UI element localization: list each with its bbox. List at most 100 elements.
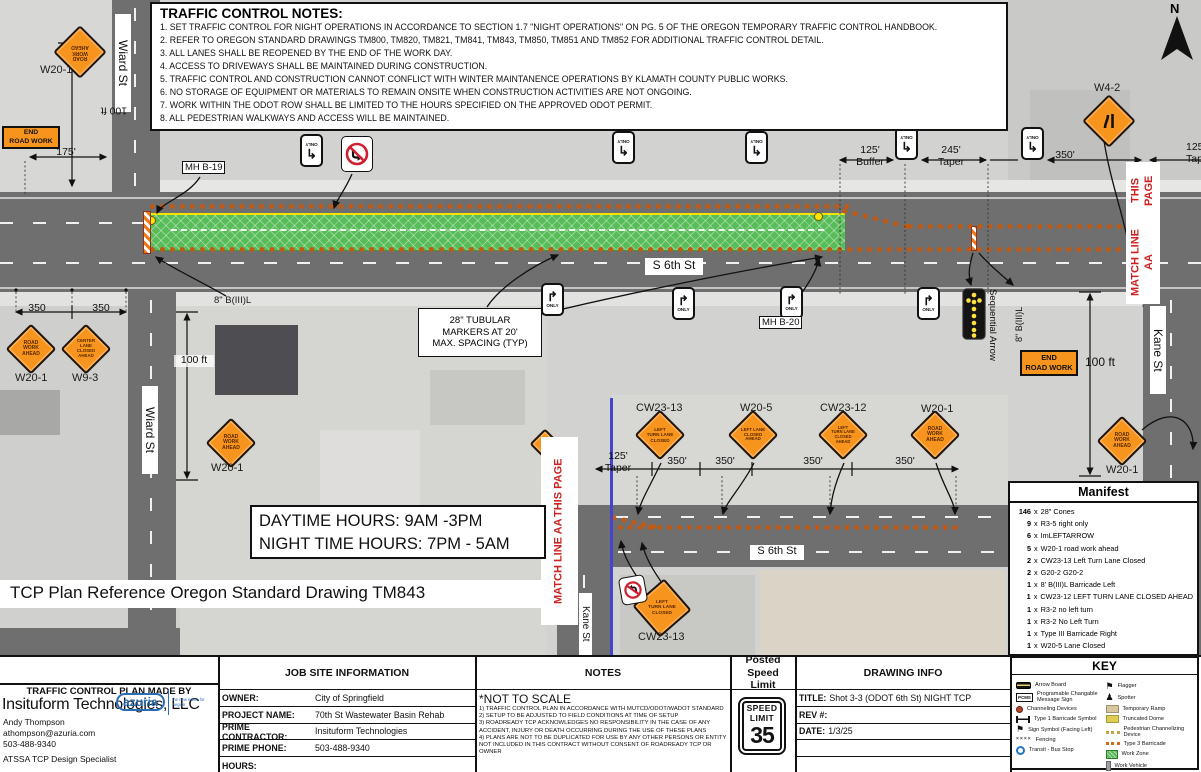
work-zone-centerline bbox=[170, 229, 825, 231]
merge-arrows-icon bbox=[1092, 104, 1126, 138]
dim-350-a: 350 bbox=[28, 302, 46, 314]
only-text: ONLY bbox=[677, 307, 690, 312]
sign-text: END ROAD WORK bbox=[1025, 353, 1073, 372]
bottom-note-item: 2) SETUP TO BE ADJUSTED TO FIELD CONDITI… bbox=[479, 713, 679, 720]
key-item: Pedestrian Channelizing Device bbox=[1105, 726, 1196, 738]
azuria-logo: azuria the new name for Aegion bbox=[116, 689, 215, 715]
aerial-building bbox=[430, 370, 525, 425]
posted-speed-header: Posted Speed Limit bbox=[731, 654, 795, 691]
sign-code-label: W20-1 bbox=[40, 64, 73, 76]
only-text: ONLY bbox=[305, 142, 318, 147]
match-line-text: THIS PAGE bbox=[1129, 175, 1155, 206]
dim-175: 175' bbox=[56, 146, 76, 158]
contact-name: Andy Thompson bbox=[3, 717, 65, 727]
turn-right-arrow-icon: ↱ bbox=[678, 293, 689, 308]
header-divider bbox=[0, 683, 218, 685]
made-by-heading: TRAFFIC CONTROL PLAN MADE BY bbox=[26, 686, 192, 697]
divider bbox=[730, 657, 732, 772]
street-label-s6th-main: S 6th St bbox=[645, 258, 703, 275]
dim-edge-clipped: 125' Taper bbox=[1186, 141, 1201, 165]
key-item: Channeling Devices bbox=[1016, 706, 1106, 714]
divider bbox=[218, 657, 220, 772]
work-vehicle-icon bbox=[1105, 761, 1111, 772]
lane-line bbox=[0, 262, 1201, 265]
sign-text: LEFT LANE CLOSED AHEAD bbox=[740, 426, 766, 442]
sign-g20-2-end-road-work: END ROAD WORK bbox=[1020, 350, 1078, 376]
manifest-title: Manifest bbox=[1010, 483, 1197, 503]
street-label-kane-north: Kane St bbox=[1150, 306, 1166, 394]
only-text: ONLY bbox=[922, 307, 935, 312]
job-row-project: PROJECT NAME:70th St Wastewater Basin Re… bbox=[219, 707, 475, 724]
sign-r3-5-right-only: ↱ ONLY bbox=[541, 283, 564, 316]
barricade-label-right: 8" B(III)L bbox=[1014, 306, 1024, 342]
work-zone-icon bbox=[1105, 749, 1118, 759]
pedestrian-channelizing-icon bbox=[1105, 730, 1120, 734]
flagger-icon: ⚑ bbox=[1105, 680, 1114, 691]
sign-text: ROAD WORK AHEAD bbox=[22, 339, 40, 357]
sign-g20-2-end-road-work: END ROAD WORK bbox=[2, 126, 60, 149]
title-block: TRAFFIC CONTROL PLAN MADE BY Insituform … bbox=[0, 654, 1201, 772]
manhole-label-b20: MH B-20 bbox=[759, 316, 803, 329]
aerial-patch bbox=[0, 0, 112, 192]
bottom-note-item: 4) PLANS ARE NOT TO BE DUPLICATED FOR US… bbox=[479, 734, 727, 756]
sign-r3-5-right-only: ↱ ONLY bbox=[780, 286, 803, 319]
turn-right-arrow-icon: ↱ bbox=[547, 289, 558, 304]
azuria-logo-text: azuria bbox=[116, 693, 165, 711]
sign-r3-5-left-only: ↰ ONLY bbox=[745, 131, 768, 164]
dim-350-c: 350' bbox=[1055, 149, 1075, 161]
cone-row-lower bbox=[618, 525, 958, 530]
sign-r3-5-right-only: ↱ ONLY bbox=[672, 287, 695, 320]
daytime-hours: DAYTIME HOURS: 9AM -3PM bbox=[259, 512, 483, 530]
job-site-header: JOB SITE INFORMATION bbox=[219, 657, 475, 690]
key-right-column: ⚑Flagger ♟Spotter Temporary Ramp Truncat… bbox=[1105, 679, 1196, 772]
aerial-building bbox=[215, 325, 298, 395]
transit-bus-stop-icon bbox=[1016, 745, 1025, 755]
temporary-ramp-icon bbox=[1105, 704, 1119, 713]
sign-r3-5-left-only: ↰ ONLY bbox=[300, 134, 323, 167]
drawing-empty-row bbox=[796, 757, 1010, 772]
note-item: 4. ACCESS TO DRIVEWAYS SHALL BE MAINTAIN… bbox=[160, 61, 488, 71]
sign-code-label: CW23-13 bbox=[638, 631, 685, 643]
not-to-scale: *NOT TO SCALE bbox=[479, 692, 572, 706]
turn-right-arrow-icon: ↱ bbox=[786, 292, 797, 307]
cone-row bbox=[150, 204, 850, 209]
job-row-owner: OWNER:City of Springfield bbox=[219, 690, 475, 707]
sign-code-label: W20-1 bbox=[211, 462, 244, 474]
drawing-info-cell: DRAWING INFO TITLE:Shot 3-3 (ODOT 6th St… bbox=[796, 657, 1010, 772]
sequential-arrow-label: Sequential Arrow bbox=[987, 289, 998, 361]
aerial-building bbox=[0, 390, 60, 435]
dim-100ft-right: 100 ft bbox=[1084, 355, 1116, 369]
sign-symbol-icon: ⚑ bbox=[1016, 724, 1025, 735]
limit-word: LIMIT bbox=[749, 712, 775, 723]
sign-text: ROAD WORK AHEAD bbox=[222, 433, 240, 451]
drawing-title-row: TITLE:Shot 3-3 (ODOT 6th St) NIGHT TCP bbox=[796, 690, 1010, 707]
divider bbox=[795, 657, 797, 772]
sign-text: LEFT TURN LANE CLOSED bbox=[648, 599, 676, 616]
note-item: 1. SET TRAFFIC CONTROL FOR NIGHT OPERATI… bbox=[160, 22, 938, 32]
turn-left-arrow-icon: ↰ bbox=[751, 143, 762, 158]
key-item: Truncated Dome bbox=[1105, 715, 1196, 724]
match-line-text: THIS PAGE bbox=[552, 458, 565, 517]
key-item: ⚑Sign Symbol (Facing Left) bbox=[1016, 724, 1093, 735]
traffic-control-notes-panel: TRAFFIC CONTROL NOTES: 1. SET TRAFFIC CO… bbox=[150, 2, 1008, 131]
sequential-arrow-board bbox=[962, 288, 986, 345]
street-label-wiard-north: Wiard St bbox=[115, 14, 131, 112]
turn-right-arrow-icon: ↱ bbox=[923, 293, 934, 308]
note-item: 8. ALL PEDESTRIAN WALKWAYS AND ACCESS WI… bbox=[160, 113, 450, 123]
key-item: ⚑Flagger bbox=[1105, 680, 1137, 691]
only-text: ONLY bbox=[785, 306, 798, 311]
hours-box: DAYTIME HOURS: 9AM -3PM NIGHT TIME HOURS… bbox=[250, 505, 546, 559]
sign-code-label: CW23-13 bbox=[636, 402, 683, 414]
credential: ATSSA TCP Design Specialist bbox=[3, 754, 117, 764]
dim-taper-245: 245' Taper bbox=[937, 144, 965, 168]
sign-text: ROAD WORK AHEAD bbox=[1113, 431, 1131, 449]
key-item: Transit - Bus Stop bbox=[1016, 745, 1106, 755]
bottom-note-item: 1) TRAFFIC CONTROL PLAN IN ACCORDANCE WI… bbox=[479, 706, 724, 712]
contact-phone: 503-488-9340 bbox=[3, 739, 56, 749]
sign-code-label: W4-2 bbox=[1094, 82, 1121, 94]
